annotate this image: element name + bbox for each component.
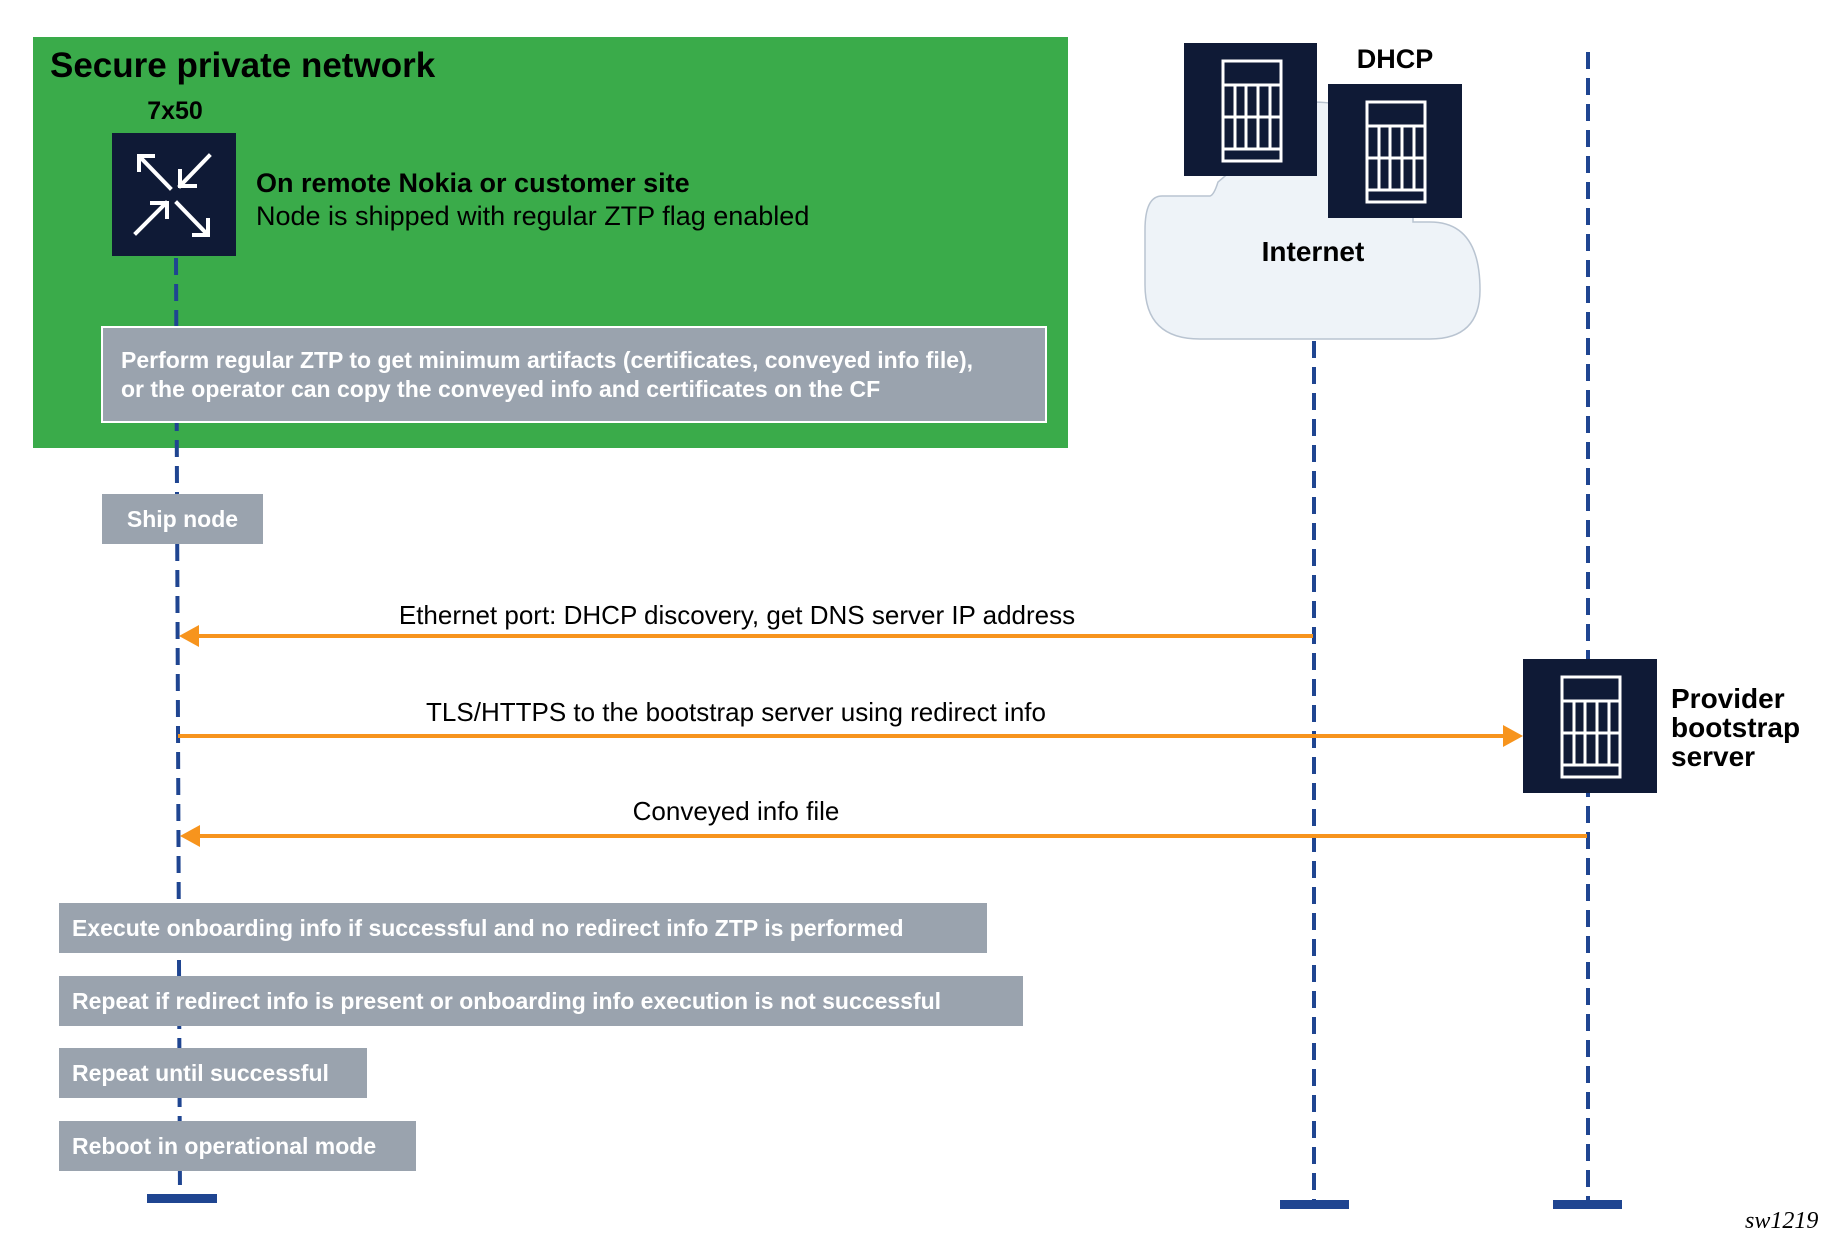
figure-id: sw1219 [1745, 1208, 1819, 1234]
router-node [112, 133, 236, 256]
server-icon [1560, 675, 1622, 779]
internet-lifeline-end-cap [1280, 1200, 1349, 1209]
internet-label: Internet [1261, 236, 1365, 267]
server-icon [1365, 100, 1427, 204]
dhcp-server-1 [1184, 43, 1317, 176]
step-ship-node: Ship node [102, 494, 263, 544]
step-repeat-if-redirect: Repeat if redirect info is present or on… [59, 976, 1023, 1026]
provider-label: Provider bootstrap server [1671, 684, 1800, 771]
step-text-line: Perform regular ZTP to get minimum artif… [121, 346, 974, 373]
step-execute-onboarding: Execute onboarding info if successful an… [59, 903, 987, 953]
step-repeat-until-successful: Repeat until successful [59, 1048, 367, 1098]
node-label: 7x50 [147, 97, 203, 125]
step-reboot: Reboot in operational mode [59, 1121, 416, 1171]
provider-lifeline-end-cap [1553, 1200, 1622, 1209]
provider-label-line: Provider [1671, 683, 1785, 714]
message-label-3: Conveyed info file [632, 796, 840, 826]
site-subtitle: Node is shipped with regular ZTP flag en… [256, 201, 810, 231]
arrowhead-right-icon [1503, 725, 1523, 747]
message-label-2: TLS/HTTPS to the bootstrap server using … [426, 697, 1046, 727]
site-title: On remote Nokia or customer site [256, 168, 690, 198]
zone-title: Secure private network [50, 46, 436, 85]
message-arrow-2 [178, 725, 1523, 747]
arrowhead-left-icon [179, 625, 199, 647]
step-text-line: or the operator can copy the conveyed in… [121, 375, 881, 402]
server-icon [1221, 59, 1283, 163]
dhcp-label: DHCP [1356, 44, 1434, 74]
step-regular-ztp: Perform regular ZTP to get minimum artif… [101, 326, 1047, 423]
message-arrow-3 [180, 825, 1587, 847]
provider-bootstrap-server [1523, 659, 1657, 793]
provider-label-line: bootstrap [1671, 712, 1801, 743]
provider-label-line: server [1671, 741, 1756, 772]
arrowhead-left-icon [180, 825, 200, 847]
message-arrow-1 [179, 625, 1313, 647]
node-lifeline-end-cap [147, 1194, 217, 1203]
dhcp-server-2 [1328, 84, 1462, 218]
router-icon [133, 153, 212, 237]
message-label-1: Ethernet port: DHCP discovery, get DNS s… [398, 600, 1076, 630]
